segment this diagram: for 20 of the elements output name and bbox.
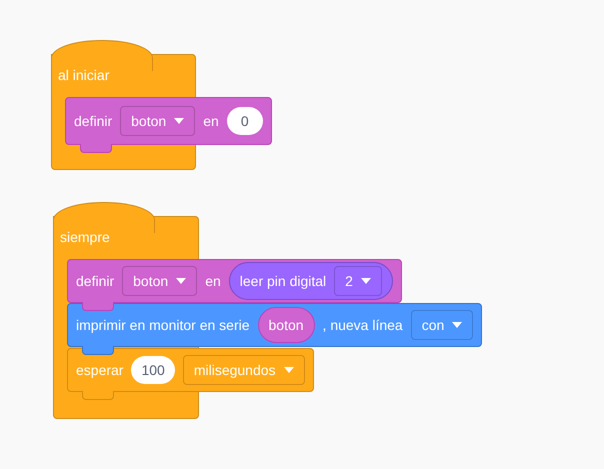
reporter-block (258, 307, 315, 343)
block-label: imprimir en monitor en serie (76, 317, 250, 333)
dropdown: con (410, 310, 474, 340)
block-label: en (203, 113, 219, 129)
dropdown: 2 (334, 266, 382, 296)
block-label: siempre (60, 229, 110, 245)
block-label: al iniciar (58, 67, 110, 83)
number-field: 100 (131, 356, 175, 384)
dropdown: boton (122, 266, 198, 296)
dropdown: milisegundos (182, 355, 305, 385)
block-label: boton (268, 317, 304, 333)
number-field: 0 (226, 107, 263, 135)
reporter-block (228, 262, 393, 300)
block-label: esperar (76, 362, 124, 378)
block-label: , nueva línea (322, 317, 403, 333)
block-label: en (205, 273, 221, 289)
block-label: definir (76, 273, 114, 289)
block-label: definir (74, 113, 112, 129)
dropdown: boton (120, 106, 196, 136)
block-label: leer pin digital (240, 273, 326, 289)
